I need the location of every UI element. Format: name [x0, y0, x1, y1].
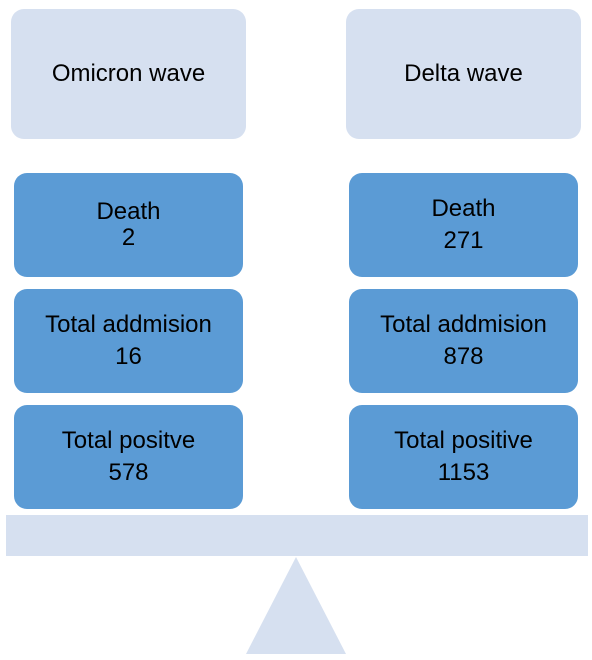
- omicron-death-box: Death 2: [14, 173, 243, 277]
- delta-death-box: Death 271: [349, 173, 578, 277]
- balance-plank: [6, 515, 588, 556]
- omicron-positive-value: 578: [108, 459, 149, 486]
- omicron-admission-box: Total addmision 16: [14, 289, 243, 393]
- delta-death-label: Death: [431, 195, 496, 222]
- omicron-death-value: 2: [121, 224, 136, 251]
- omicron-wave-header: Omicron wave: [11, 9, 246, 139]
- delta-positive-box: Total positive 1153: [349, 405, 578, 509]
- delta-admission-value: 878: [443, 343, 484, 370]
- balance-fulcrum-triangle: [246, 557, 346, 654]
- omicron-positive-label: Total positve: [61, 427, 196, 454]
- delta-wave-title: Delta wave: [404, 60, 523, 87]
- omicron-death-label: Death: [96, 198, 161, 225]
- delta-admission-label: Total addmision: [380, 311, 547, 338]
- omicron-wave-title: Omicron wave: [51, 60, 206, 87]
- omicron-positive-box: Total positve 578: [14, 405, 243, 509]
- delta-death-value: 271: [443, 227, 484, 254]
- delta-positive-label: Total positive: [394, 427, 533, 454]
- delta-wave-header: Delta wave: [346, 9, 581, 139]
- delta-positive-value: 1153: [437, 459, 490, 486]
- delta-admission-box: Total addmision 878: [349, 289, 578, 393]
- omicron-admission-label: Total addmision: [45, 311, 212, 338]
- omicron-admission-value: 16: [115, 343, 142, 370]
